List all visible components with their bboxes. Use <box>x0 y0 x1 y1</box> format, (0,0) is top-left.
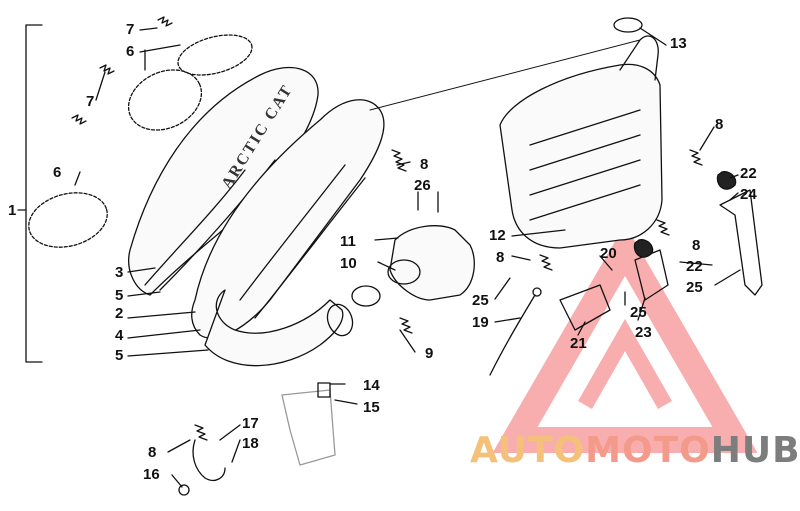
callout-8-resonator: 8 <box>715 116 724 133</box>
resonator-box <box>499 63 663 249</box>
callout-4: 4 <box>115 327 124 344</box>
watermark-part-auto: AUTO <box>470 430 586 471</box>
callout-18: 18 <box>242 435 259 452</box>
bracket-24 <box>719 189 763 296</box>
callout-7-lower: 7 <box>86 93 95 110</box>
callout-8-silencer: 8 <box>420 156 429 173</box>
callout-22-lower: 22 <box>686 258 703 275</box>
watermark-part-hub: HUB <box>710 430 800 471</box>
callout-5-upper: 5 <box>115 287 124 304</box>
watermark-logo <box>492 224 758 453</box>
callout-26: 26 <box>414 177 431 194</box>
callout-7-upper: 7 <box>126 21 135 38</box>
exhaust-manifold <box>389 225 475 301</box>
callout-8-right: 8 <box>692 237 701 254</box>
spring-top <box>71 16 173 125</box>
callout-24: 24 <box>740 186 757 203</box>
group-bracket <box>25 24 43 363</box>
callout-25-right: 25 <box>686 279 703 296</box>
callout-6-upper: 6 <box>126 43 135 60</box>
callout-13: 13 <box>670 35 687 52</box>
callout-19: 19 <box>472 314 489 331</box>
bracket-21 <box>559 284 611 331</box>
callout-10: 10 <box>340 255 357 272</box>
callout-25-left: 25 <box>472 292 489 309</box>
callout-23: 23 <box>635 324 652 341</box>
callout-3: 3 <box>115 264 124 281</box>
callout-2: 2 <box>115 305 124 322</box>
callout-9: 9 <box>425 345 434 362</box>
exhaust-housing <box>128 66 319 296</box>
watermark-part-moto: MOTO <box>585 430 711 471</box>
watermark-text: AUTOMOTOHUB <box>470 430 800 471</box>
callout-22-upper: 22 <box>740 165 757 182</box>
callout-8-center: 8 <box>496 249 505 266</box>
callout-1: 1 <box>8 202 17 219</box>
cable <box>489 294 536 376</box>
callout-6-lower: 6 <box>53 164 62 181</box>
callout-16: 16 <box>143 466 160 483</box>
callout-17: 17 <box>242 415 259 432</box>
callout-14: 14 <box>363 377 380 394</box>
seal-ring-upper <box>28 34 253 248</box>
callout-11: 11 <box>340 233 356 250</box>
callout-8-bottom: 8 <box>148 444 157 461</box>
callout-21: 21 <box>570 335 587 352</box>
gasket-ring <box>351 285 381 307</box>
lower-bracket <box>281 389 336 466</box>
cap-ring <box>613 17 643 33</box>
callout-25-center: 25 <box>630 304 647 321</box>
callout-12: 12 <box>489 227 506 244</box>
callout-5-lower: 5 <box>115 347 124 364</box>
callout-15: 15 <box>363 399 380 416</box>
callout-20: 20 <box>600 245 617 262</box>
